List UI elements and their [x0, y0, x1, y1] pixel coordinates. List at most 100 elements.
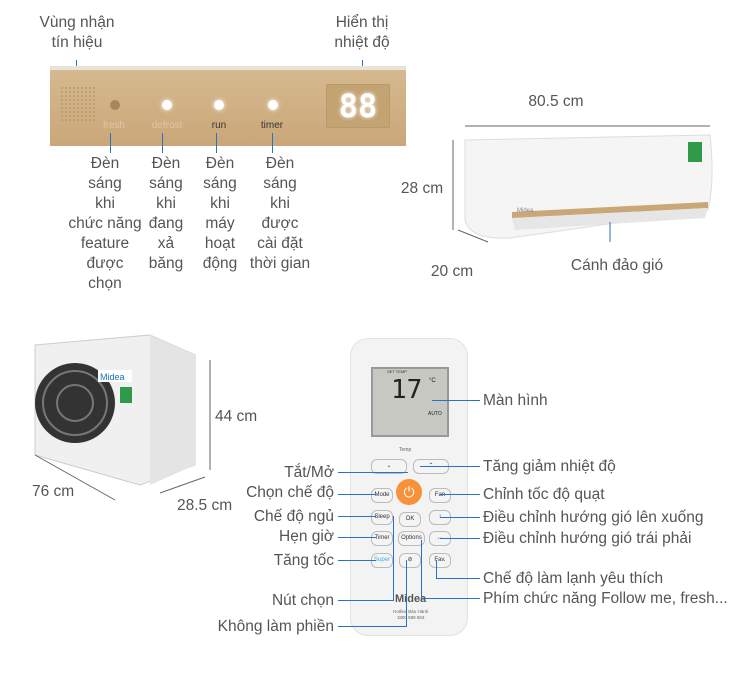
t: Hotline Bảo Hành	[393, 609, 429, 614]
pointer-line	[440, 517, 480, 518]
pointer-line	[338, 494, 376, 495]
indoor-width: 80.5 cm	[528, 93, 584, 110]
no-disturb-button[interactable]: ⊘	[399, 553, 421, 568]
remote-brand: Midea	[395, 593, 427, 605]
t: cài đặt	[257, 235, 303, 252]
pointer-line	[338, 626, 407, 627]
text: tín hiệu	[51, 34, 103, 51]
outdoor-depth: 28.5 cm	[177, 497, 233, 514]
t: chức năng	[68, 215, 142, 232]
signal-label: Vùng nhận tín hiệu	[40, 13, 115, 53]
indoor-brand: Midea	[517, 208, 534, 214]
t: băng	[148, 255, 184, 272]
t: feature	[80, 235, 130, 252]
timer-led	[268, 100, 278, 110]
outdoor-width: 76 cm	[32, 483, 75, 500]
run-led	[214, 100, 224, 110]
t: sáng	[88, 175, 122, 192]
indoor-unit: Midea	[452, 125, 713, 243]
temp-label: Temp	[399, 447, 412, 453]
indoor-depth: 20 cm	[430, 263, 474, 280]
lcd-mode: AUTO	[428, 411, 442, 417]
fresh-led	[110, 100, 120, 110]
t: đang	[148, 215, 184, 232]
pointer-line	[338, 472, 408, 473]
label-swing-vertical: Điều chỉnh hướng gió lên xuống	[483, 509, 704, 526]
pointer-line	[272, 133, 273, 153]
label-fan-speed: Chỉnh tốc độ quạt	[483, 486, 605, 503]
label-timer: Hẹn giờ	[279, 528, 334, 545]
pointer-line	[421, 540, 422, 598]
pointer-line	[420, 466, 480, 467]
sleep-button[interactable]: Sleep	[371, 510, 393, 525]
t: được	[261, 215, 299, 232]
outdoor-unit: Midea	[34, 334, 211, 501]
pointer-line	[440, 494, 480, 495]
t: hoạt	[204, 235, 236, 252]
pointer-line	[440, 538, 480, 539]
t: máy	[205, 215, 235, 232]
pointer-line	[432, 400, 480, 401]
display-label: Hiển thị nhiệt độ	[334, 13, 389, 53]
temperature-display: 88	[326, 84, 390, 128]
pointer-line	[110, 133, 111, 153]
label-sleep: Chế độ ngủ	[253, 508, 334, 525]
label-super: Tăng tốc	[273, 552, 334, 569]
text: Hiển thị	[335, 14, 389, 31]
label-no-disturb: Không làm phiền	[217, 618, 334, 635]
t: khi	[210, 195, 230, 212]
t: khi	[270, 195, 290, 212]
pointer-line	[216, 133, 217, 153]
pointer-line	[406, 560, 407, 626]
fan-button[interactable]: Fan	[429, 488, 451, 503]
outdoor-height: 44 cm	[215, 408, 258, 425]
t: khi	[156, 195, 176, 212]
label-swing-horizontal: Điều chỉnh hướng gió trái phải	[483, 530, 692, 547]
text: Vùng nhận	[39, 14, 115, 31]
label-favorite: Chế độ làm lạnh yêu thích	[483, 570, 664, 587]
louver-label: Cánh đảo gió	[570, 257, 664, 274]
timer-desc: Đèn sáng khi được cài đặt thời gian	[250, 154, 310, 274]
timer-button[interactable]: Timer	[371, 531, 393, 546]
remote-lcd: SET TEMP 17 °C AUTO	[371, 367, 449, 437]
t: sáng	[149, 175, 183, 192]
label-options: Phím chức năng Follow me, fresh...	[483, 590, 728, 607]
fresh-text: fresh	[102, 120, 126, 131]
pointer-line	[338, 537, 376, 538]
indoor-height: 28 cm	[400, 180, 444, 197]
label-ok: Nút chọn	[271, 592, 334, 609]
t: Đèn	[265, 155, 295, 172]
t: xả	[157, 235, 175, 252]
t: sáng	[263, 175, 297, 192]
mode-button[interactable]: Mode	[371, 488, 393, 503]
t: được	[86, 255, 124, 272]
ok-button[interactable]: OK	[399, 512, 421, 527]
pointer-line	[436, 578, 480, 579]
t: sáng	[203, 175, 237, 192]
run-text: run	[211, 120, 227, 131]
power-button[interactable]: ⏻	[396, 479, 422, 505]
label-power: Tắt/Mở	[284, 464, 334, 481]
signal-receiver	[60, 86, 96, 122]
t: thời gian	[249, 255, 311, 272]
defrost-text: defrost	[151, 120, 183, 131]
pointer-line	[338, 600, 394, 601]
lcd-set: SET TEMP	[387, 369, 407, 374]
text: nhiệt độ	[334, 34, 390, 51]
options-button[interactable]: Options	[398, 531, 425, 546]
pointer-line	[436, 560, 437, 578]
t: khi	[95, 195, 115, 212]
pointer-line	[338, 560, 376, 561]
defrost-led	[162, 100, 172, 110]
temp-down-button[interactable]: ⌄	[371, 459, 407, 474]
t: chọn	[88, 275, 122, 292]
label-screen: Màn hình	[483, 392, 548, 409]
pointer-line	[162, 133, 163, 153]
pointer-line	[338, 516, 376, 517]
fav-button[interactable]: Fav.	[429, 553, 451, 568]
